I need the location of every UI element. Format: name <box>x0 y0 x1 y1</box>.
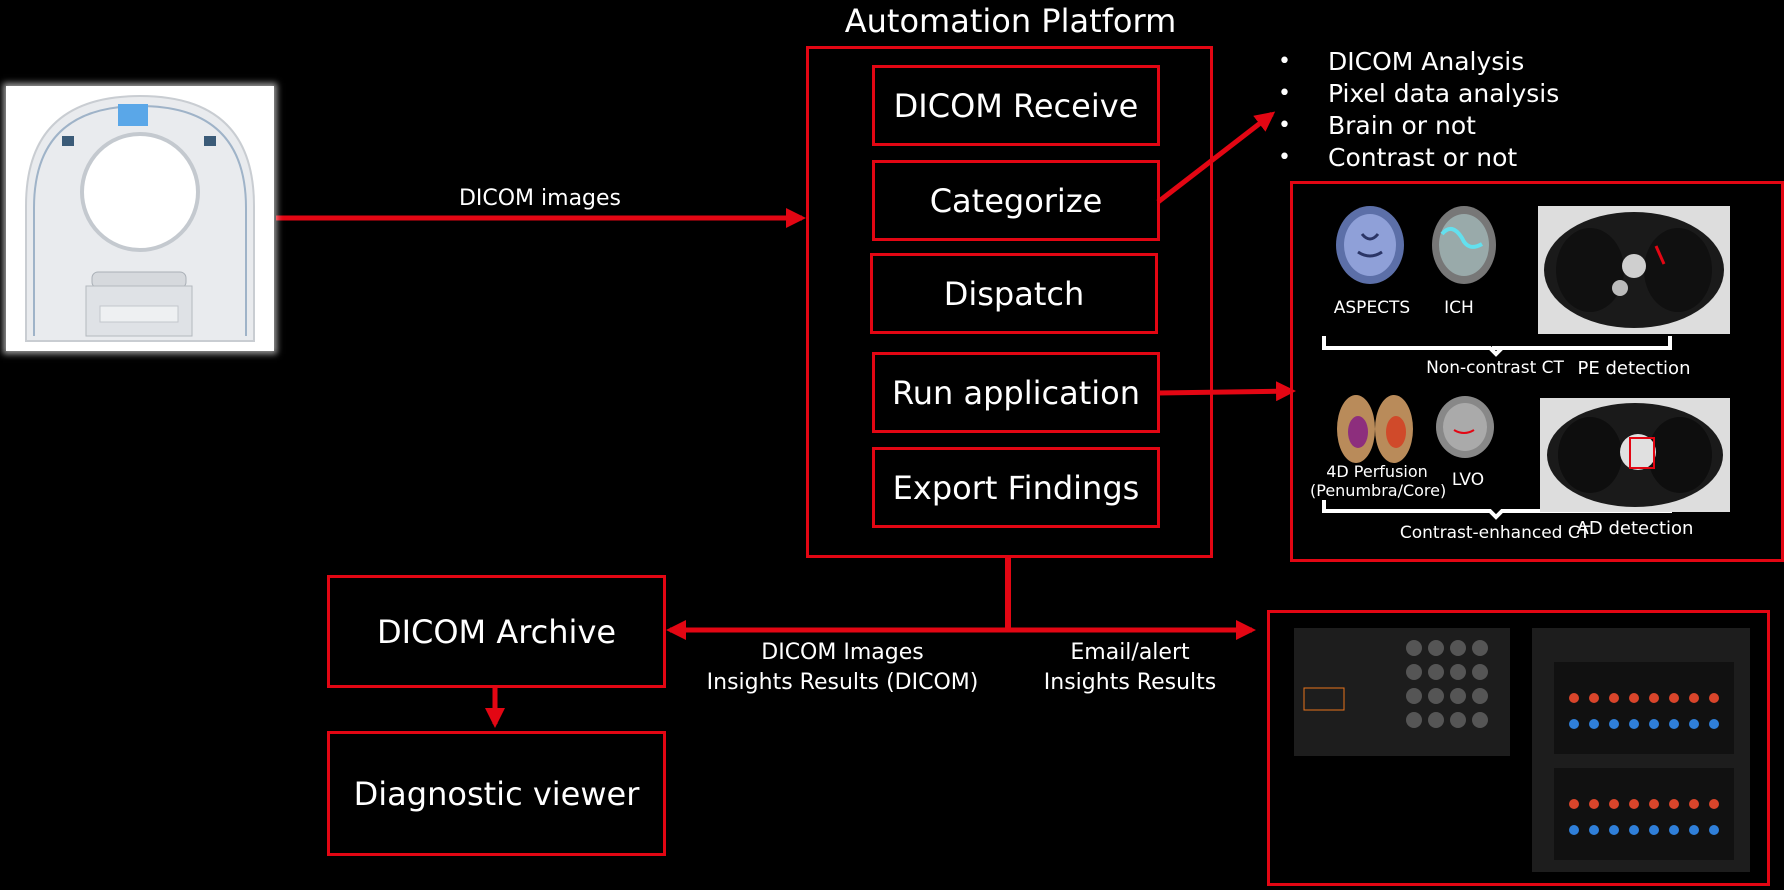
pe-detection-label: PE detection <box>1577 358 1691 379</box>
bullet-item: Brain or not <box>1278 110 1559 142</box>
non-contrast-ct-label: Non-contrast CT <box>1426 358 1564 378</box>
stage-dispatch: Dispatch <box>870 253 1158 334</box>
categorize-bullet-list: DICOM Analysis Pixel data analysis Brain… <box>1278 46 1559 174</box>
alert-screenshot-thumbnails <box>1303 640 1734 860</box>
perfusion-label-line2: (Penumbra/Core) <box>1310 481 1447 500</box>
email-alert-screenshot <box>1267 610 1770 886</box>
stage-run-application: Run application <box>872 352 1160 433</box>
email-edge-line2: Insights Results <box>1043 670 1217 695</box>
ad-detection-scan <box>1540 398 1730 512</box>
dicom-archive-box: DICOM Archive <box>327 575 666 688</box>
scanner-edge-label: DICOM images <box>458 186 622 211</box>
pe-detection-scan <box>1538 206 1730 334</box>
archive-edge-line1: DICOM Images <box>761 640 924 665</box>
perfusion-label: 4D Perfusion (Penumbra/Core) <box>1310 462 1447 500</box>
email-edge-label: Email/alert Insights Results <box>1030 638 1230 698</box>
bullet-item: DICOM Analysis <box>1278 46 1559 78</box>
perfusion-label-line1: 4D Perfusion <box>1326 462 1428 481</box>
ad-detection-label: AD detection <box>1576 518 1694 539</box>
stage-export-findings: Export Findings <box>872 447 1160 528</box>
ich-label: ICH <box>1444 298 1474 318</box>
applications-panel <box>1290 181 1784 562</box>
lvo-label: LVO <box>1451 470 1485 490</box>
perfusion-scan <box>1337 395 1413 463</box>
stage-dicom-receive: DICOM Receive <box>872 65 1160 146</box>
brace-non-contrast <box>1322 336 1672 357</box>
aspects-brain-scan <box>1336 206 1404 284</box>
archive-edge-label: DICOM Images Insights Results (DICOM) <box>680 638 1005 698</box>
platform-title: Automation Platform <box>844 2 1177 40</box>
stage-categorize: Categorize <box>872 160 1160 241</box>
archive-edge-line2: Insights Results (DICOM) <box>706 670 979 695</box>
ich-brain-scan <box>1432 206 1496 284</box>
arrow-run-to-apps <box>1157 381 1296 402</box>
aspects-label: ASPECTS <box>1333 298 1411 318</box>
diagnostic-viewer-box: Diagnostic viewer <box>327 731 666 856</box>
bullet-item: Pixel data analysis <box>1278 78 1559 110</box>
email-edge-line1: Email/alert <box>1070 640 1190 665</box>
ct-scanner-image <box>6 86 274 351</box>
contrast-enhanced-ct-label: Contrast-enhanced CT <box>1399 523 1591 543</box>
bullet-item: Contrast or not <box>1278 142 1559 174</box>
platform-container <box>806 46 1213 558</box>
arrow-categorize-to-bullets <box>1156 111 1276 204</box>
lvo-scan <box>1436 396 1494 458</box>
